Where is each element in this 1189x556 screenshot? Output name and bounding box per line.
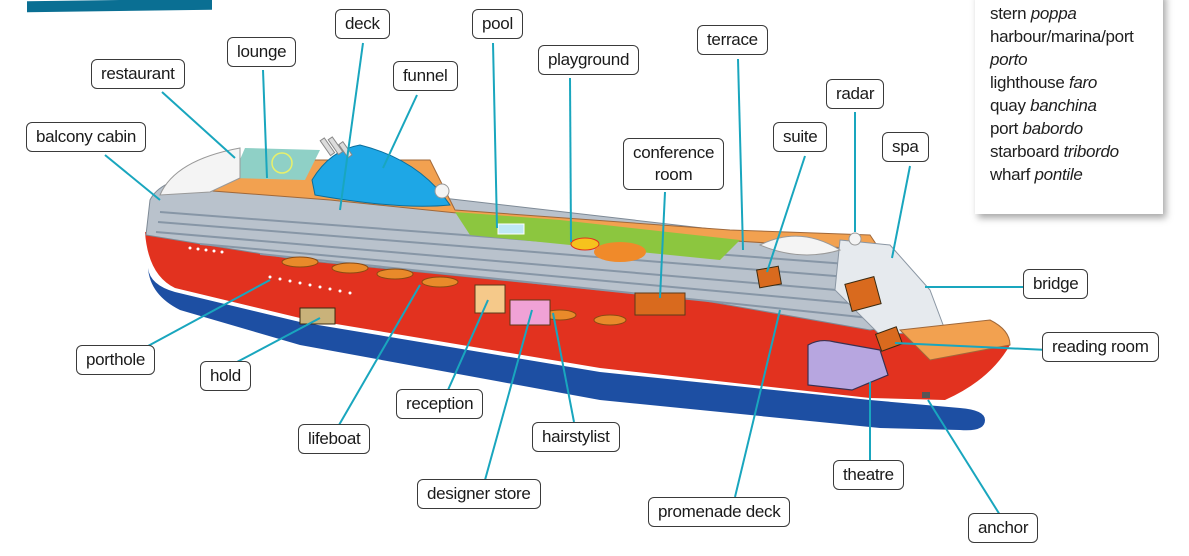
reading-room-cutaway bbox=[874, 326, 904, 352]
spa-cutaway bbox=[844, 275, 882, 313]
leader-reading-room bbox=[894, 342, 1049, 351]
radar-mast bbox=[758, 235, 842, 256]
bow-deck bbox=[898, 319, 1011, 361]
vocabulary-box: stern poppa harbour/marina/port porto li… bbox=[975, 0, 1163, 214]
vocab-italian: babordo bbox=[1022, 119, 1084, 138]
label-designer-store: designer store bbox=[417, 479, 541, 509]
lawn-deck bbox=[455, 212, 740, 260]
label-suite: suite bbox=[773, 122, 828, 152]
vocab-italian: faro bbox=[1068, 73, 1098, 92]
label-spa: spa bbox=[882, 132, 929, 162]
portholes bbox=[188, 246, 352, 295]
suite-cutaway bbox=[756, 265, 782, 289]
leader-funnel bbox=[382, 94, 418, 169]
vocab-english: lighthouse bbox=[990, 73, 1065, 92]
label-funnel: funnel bbox=[393, 61, 458, 91]
vocab-italian: tribordo bbox=[1063, 142, 1120, 161]
label-radar: radar bbox=[826, 79, 885, 109]
leader-lines bbox=[104, 42, 1049, 516]
label-hold: hold bbox=[200, 361, 251, 391]
label-porthole: porthole bbox=[76, 345, 156, 375]
vocab-item: stern poppa bbox=[990, 4, 1077, 24]
leader-porthole bbox=[147, 279, 271, 347]
vocab-item: port babordo bbox=[990, 119, 1083, 139]
vocab-item: starboard tribordo bbox=[990, 142, 1119, 162]
leader-designer-store bbox=[484, 309, 533, 481]
leader-balcony-cabin bbox=[104, 154, 161, 201]
label-conference-room-line2: room bbox=[654, 165, 693, 184]
label-pool: pool bbox=[472, 9, 523, 39]
leader-spa bbox=[891, 165, 911, 259]
hold-cutaway bbox=[299, 307, 336, 325]
leader-lifeboat bbox=[338, 284, 421, 426]
hull-lower-blue bbox=[148, 268, 985, 431]
leader-deck bbox=[339, 42, 364, 211]
label-terrace: terrace bbox=[697, 25, 768, 55]
reception-cutaway bbox=[474, 284, 506, 314]
label-hairstylist: hairstylist bbox=[532, 422, 620, 452]
hairstylist-cutaway bbox=[509, 299, 551, 326]
label-conference-room-line1: conference bbox=[633, 143, 715, 162]
leader-promenade-deck bbox=[734, 309, 781, 498]
leader-playground bbox=[569, 77, 572, 243]
vocab-english: quay bbox=[990, 96, 1026, 115]
leader-conference-room bbox=[659, 191, 666, 299]
leader-hairstylist bbox=[552, 312, 575, 423]
vocab-item: wharf pontile bbox=[990, 165, 1083, 185]
label-deck: deck bbox=[335, 9, 390, 39]
vocab-item: porto bbox=[990, 50, 1028, 70]
label-reception: reception bbox=[396, 389, 484, 419]
hull-upper-red bbox=[145, 232, 1010, 400]
lifeboats bbox=[281, 256, 627, 326]
vocab-italian: pontile bbox=[1034, 165, 1083, 184]
vocab-english: starboard bbox=[990, 142, 1060, 161]
vocab-item: lighthouse faro bbox=[990, 73, 1097, 93]
label-theatre: theatre bbox=[833, 460, 904, 490]
vocab-item: quay banchina bbox=[990, 96, 1097, 116]
vocab-italian: porto bbox=[990, 50, 1028, 69]
stern-top bbox=[159, 147, 241, 196]
label-promenade-deck: promenade deck bbox=[648, 497, 791, 527]
label-anchor: anchor bbox=[968, 513, 1039, 543]
vocab-italian: banchina bbox=[1030, 96, 1097, 115]
leader-anchor bbox=[927, 399, 1001, 516]
leader-restaurant bbox=[161, 91, 236, 159]
vocab-italian: poppa bbox=[1030, 4, 1077, 23]
vocab-english: port bbox=[990, 119, 1019, 138]
vocab-english: wharf bbox=[990, 165, 1031, 184]
leader-reception bbox=[447, 299, 489, 391]
label-balcony-cabin: balcony cabin bbox=[26, 122, 147, 152]
helipad bbox=[232, 148, 320, 180]
anchor-pocket bbox=[922, 392, 930, 398]
vocab-english: harbour/marina/port bbox=[990, 27, 1134, 46]
vocab-item: harbour/marina/port bbox=[990, 27, 1134, 47]
label-reading-room: reading room bbox=[1042, 332, 1159, 362]
leader-terrace bbox=[737, 58, 744, 251]
vocab-english: stern bbox=[990, 4, 1027, 23]
leader-pool bbox=[492, 42, 498, 229]
leader-lounge bbox=[262, 69, 268, 179]
label-bridge: bridge bbox=[1023, 269, 1089, 299]
leader-hold bbox=[236, 317, 321, 363]
label-playground: playground bbox=[538, 45, 640, 75]
leader-suite bbox=[766, 155, 806, 273]
label-lifeboat: lifeboat bbox=[298, 424, 371, 454]
label-lounge: lounge bbox=[227, 37, 297, 67]
label-restaurant: restaurant bbox=[91, 59, 185, 89]
label-conference-room: conference room bbox=[623, 138, 725, 190]
